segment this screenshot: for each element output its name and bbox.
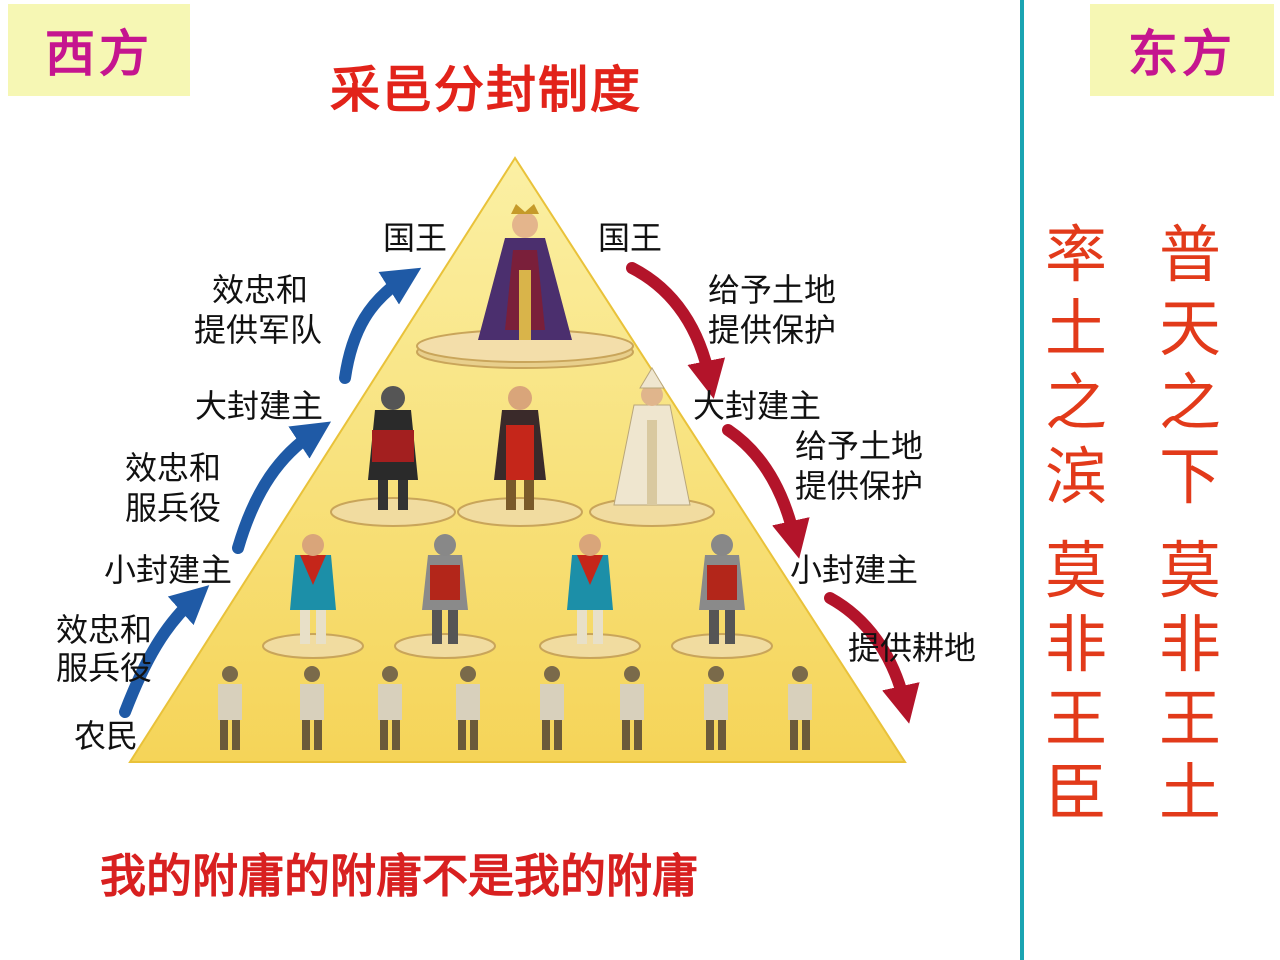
label-grant-land-2b: 提供保护 [795,467,924,505]
great-lord-figures [330,367,715,527]
label-king-left: 国王 [383,219,448,257]
label-duty-army-2: 提供军队 [194,311,323,349]
poem-left-top: 率土之滨 [1044,218,1107,513]
label-small-lord-right: 小封建主 [790,551,919,589]
down-arrow-great-lord [722,424,810,559]
label-small-lord-left: 小封建主 [104,551,233,589]
poem-right-top: 普天之下 [1158,218,1221,513]
peasant-figures [218,666,812,750]
label-grant-farmland: 提供耕地 [848,629,977,667]
bottom-statement: 我的附庸的附庸不是我的附庸 [100,849,698,903]
label-duty-army-1: 效忠和 [212,271,309,309]
up-arrow-small-lord [232,421,332,554]
label-duty-service-2a: 效忠和 [56,611,153,649]
poem-right-bottom: 莫非王土 [1158,534,1221,829]
poem-left-bottom: 莫非王臣 [1044,534,1107,829]
king-figure [416,204,634,369]
west-tag: 西方 [8,4,190,96]
label-great-lord-right: 大封建主 [693,387,822,425]
poem-column-right: 普天之下 莫非王土 [1150,218,1230,830]
up-arrow-great-lord [339,267,422,384]
poem-column-left: 率土之滨 莫非王臣 [1036,218,1116,830]
label-grant-land-1a: 给予土地 [708,271,837,309]
label-duty-service-2b: 服兵役 [56,649,153,687]
east-tag: 东方 [1090,4,1274,96]
label-duty-service-1a: 效忠和 [125,449,222,487]
label-duty-service-1b: 服兵役 [125,489,222,527]
label-peasant: 农民 [74,717,139,755]
label-grant-land-1b: 提供保护 [708,311,837,349]
small-lord-figures [262,534,773,659]
divider-line [1020,0,1024,960]
label-grant-land-2a: 给予土地 [795,427,924,465]
diagram-title: 采邑分封制度 [330,61,642,119]
down-arrow-small-lord [824,592,920,724]
label-great-lord-left: 大封建主 [195,387,324,425]
down-arrow-king [626,262,726,399]
pyramid-diagram [119,156,920,763]
label-king-right: 国王 [598,219,663,257]
up-arrow-peasant [119,585,210,718]
